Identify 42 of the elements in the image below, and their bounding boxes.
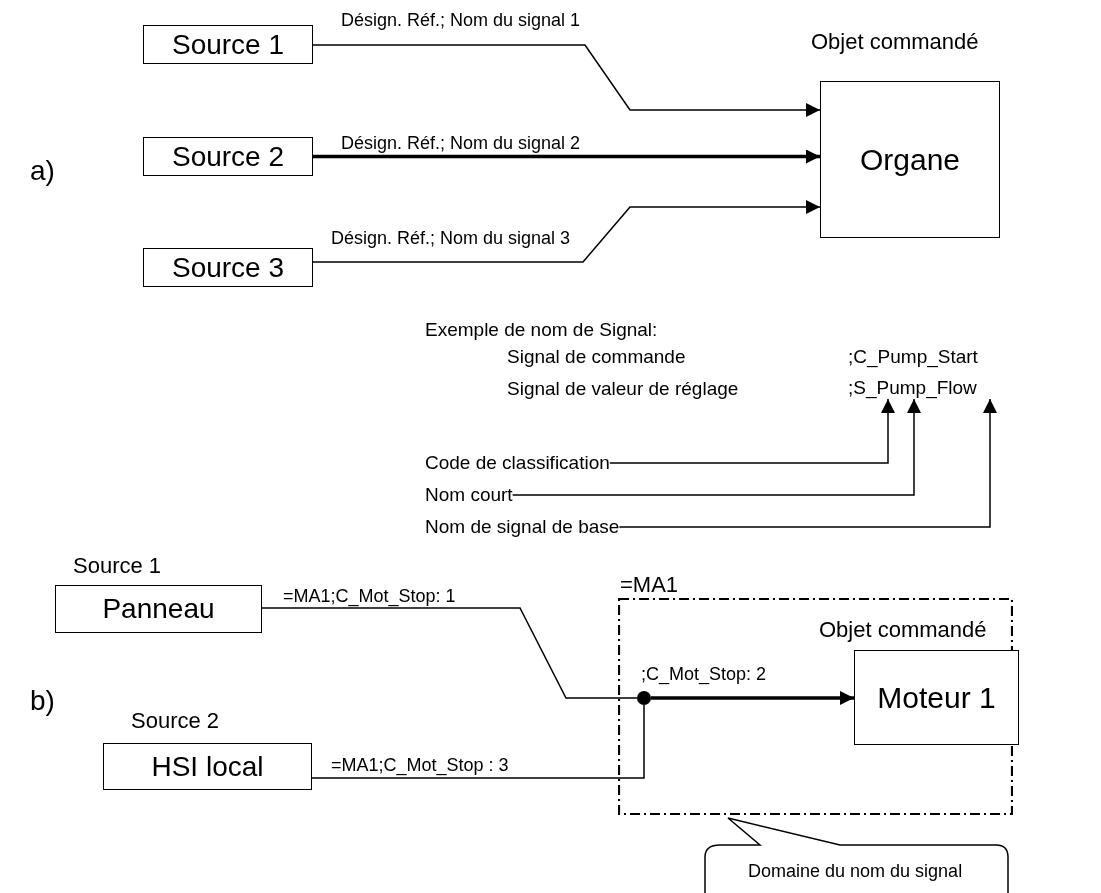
junction-dot bbox=[637, 691, 651, 705]
signal-name: ;C_Pump_Start bbox=[848, 345, 978, 368]
node-heading: =MA1 bbox=[620, 573, 679, 597]
box-label: Organe bbox=[859, 142, 961, 177]
annotation-text: Nom court bbox=[425, 484, 513, 506]
arrow bbox=[312, 44, 821, 117]
node-heading: Objet commandé bbox=[811, 30, 979, 54]
box-label: Source 1 bbox=[171, 28, 285, 61]
arrow bbox=[313, 149, 820, 164]
section-label: b) bbox=[30, 685, 55, 717]
annotation-text: Signal de commande bbox=[507, 345, 686, 368]
node-heading: Source 2 bbox=[131, 709, 220, 733]
box-label: Moteur 1 bbox=[877, 680, 996, 715]
arrow bbox=[618, 398, 997, 528]
connector-line bbox=[261, 607, 638, 699]
annotation-text: ;S_Pump_Flow bbox=[848, 377, 977, 399]
process-box bbox=[143, 248, 313, 287]
box-label: Source 2 bbox=[171, 140, 285, 173]
box-label: Panneau bbox=[102, 593, 215, 625]
box-label: HSI local bbox=[151, 750, 264, 783]
arrow bbox=[511, 398, 921, 496]
arrow bbox=[651, 691, 854, 705]
edge-label: =MA1;C_Mot_Stop: 1 bbox=[282, 586, 457, 606]
connector-line bbox=[311, 704, 645, 779]
section-label: a) bbox=[30, 155, 55, 187]
annotation-text: Code de classification bbox=[425, 452, 610, 474]
process-box bbox=[143, 137, 313, 176]
arrow bbox=[312, 200, 821, 263]
node-heading: Source 1 bbox=[73, 554, 162, 578]
annotation-text: Nom de signal de base bbox=[425, 516, 620, 538]
annotation-text: Signal de valeur de réglage bbox=[507, 377, 739, 400]
annotation-text: Exemple de nom de Signal: bbox=[425, 318, 658, 341]
edge-label: Désign. Réf.; Nom du signal 2 bbox=[340, 133, 582, 153]
edge-label: ;C_Mot_Stop: 2 bbox=[640, 664, 768, 684]
edge-label: Désign. Réf.; Nom du signal 1 bbox=[340, 10, 582, 30]
node-heading: Objet commandé bbox=[819, 618, 987, 642]
callout-text: Domaine du nom du signal bbox=[748, 860, 963, 882]
edge-label: Désign. Réf.; Nom du signal 3 bbox=[330, 228, 572, 248]
box-label: Source 3 bbox=[171, 251, 285, 284]
process-box bbox=[143, 25, 313, 64]
edge-label: =MA1;C_Mot_Stop : 3 bbox=[330, 755, 510, 775]
arrow bbox=[609, 398, 895, 464]
